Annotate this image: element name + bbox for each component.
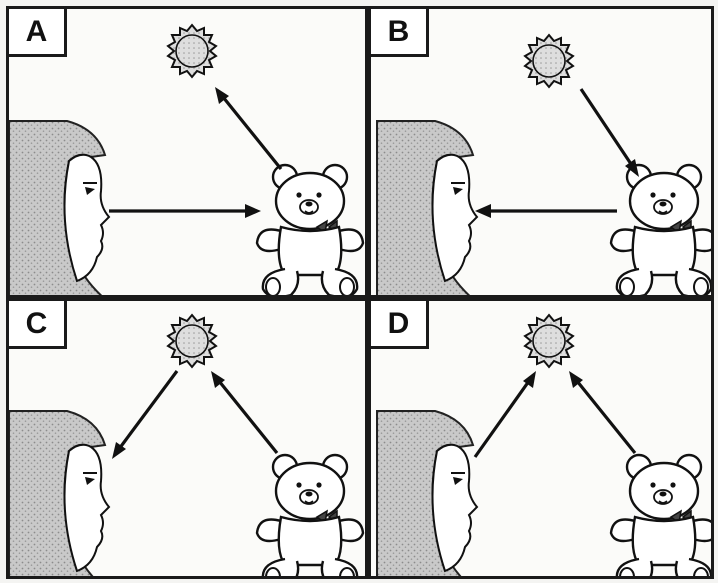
panel-label-c: C: [9, 301, 67, 349]
scene-d: [376, 314, 711, 576]
arrow-bear-to-girl: [475, 204, 617, 218]
arrow-sun-to-girl: [112, 370, 179, 459]
scene-b: [376, 34, 711, 295]
arrow-bear-to-sun: [211, 371, 279, 455]
sun-icon: [524, 314, 574, 368]
teddy-bear-icon: [255, 163, 365, 295]
sun-icon: [167, 314, 217, 368]
panel-label-d: D: [371, 301, 429, 349]
panel-c: C: [6, 298, 368, 579]
scene-c: [9, 314, 365, 576]
arrow-bear-to-sun: [215, 87, 283, 171]
girl-in-hijab-icon: [376, 120, 478, 295]
girl-in-hijab-icon: [9, 410, 110, 576]
sun-icon: [524, 34, 574, 88]
scene-a: [9, 24, 365, 295]
girl-in-hijab-icon: [376, 410, 478, 576]
panel-label-b: B: [371, 9, 429, 57]
panel-d: D: [368, 298, 714, 579]
sun-icon: [167, 24, 217, 78]
panel-label-a: A: [9, 9, 67, 57]
panel-b: B: [368, 6, 714, 298]
teddy-bear-icon: [255, 453, 365, 576]
arrow-bear-to-sun: [569, 371, 637, 455]
panel-a: A: [6, 6, 368, 298]
teddy-bear-icon: [609, 163, 711, 295]
teddy-bear-icon: [609, 453, 711, 576]
arrow-sun-to-bear: [579, 88, 639, 177]
arrow-girl-to-sun: [473, 371, 536, 458]
arrow-girl-to-bear: [109, 204, 261, 218]
girl-in-hijab-icon: [9, 120, 110, 295]
